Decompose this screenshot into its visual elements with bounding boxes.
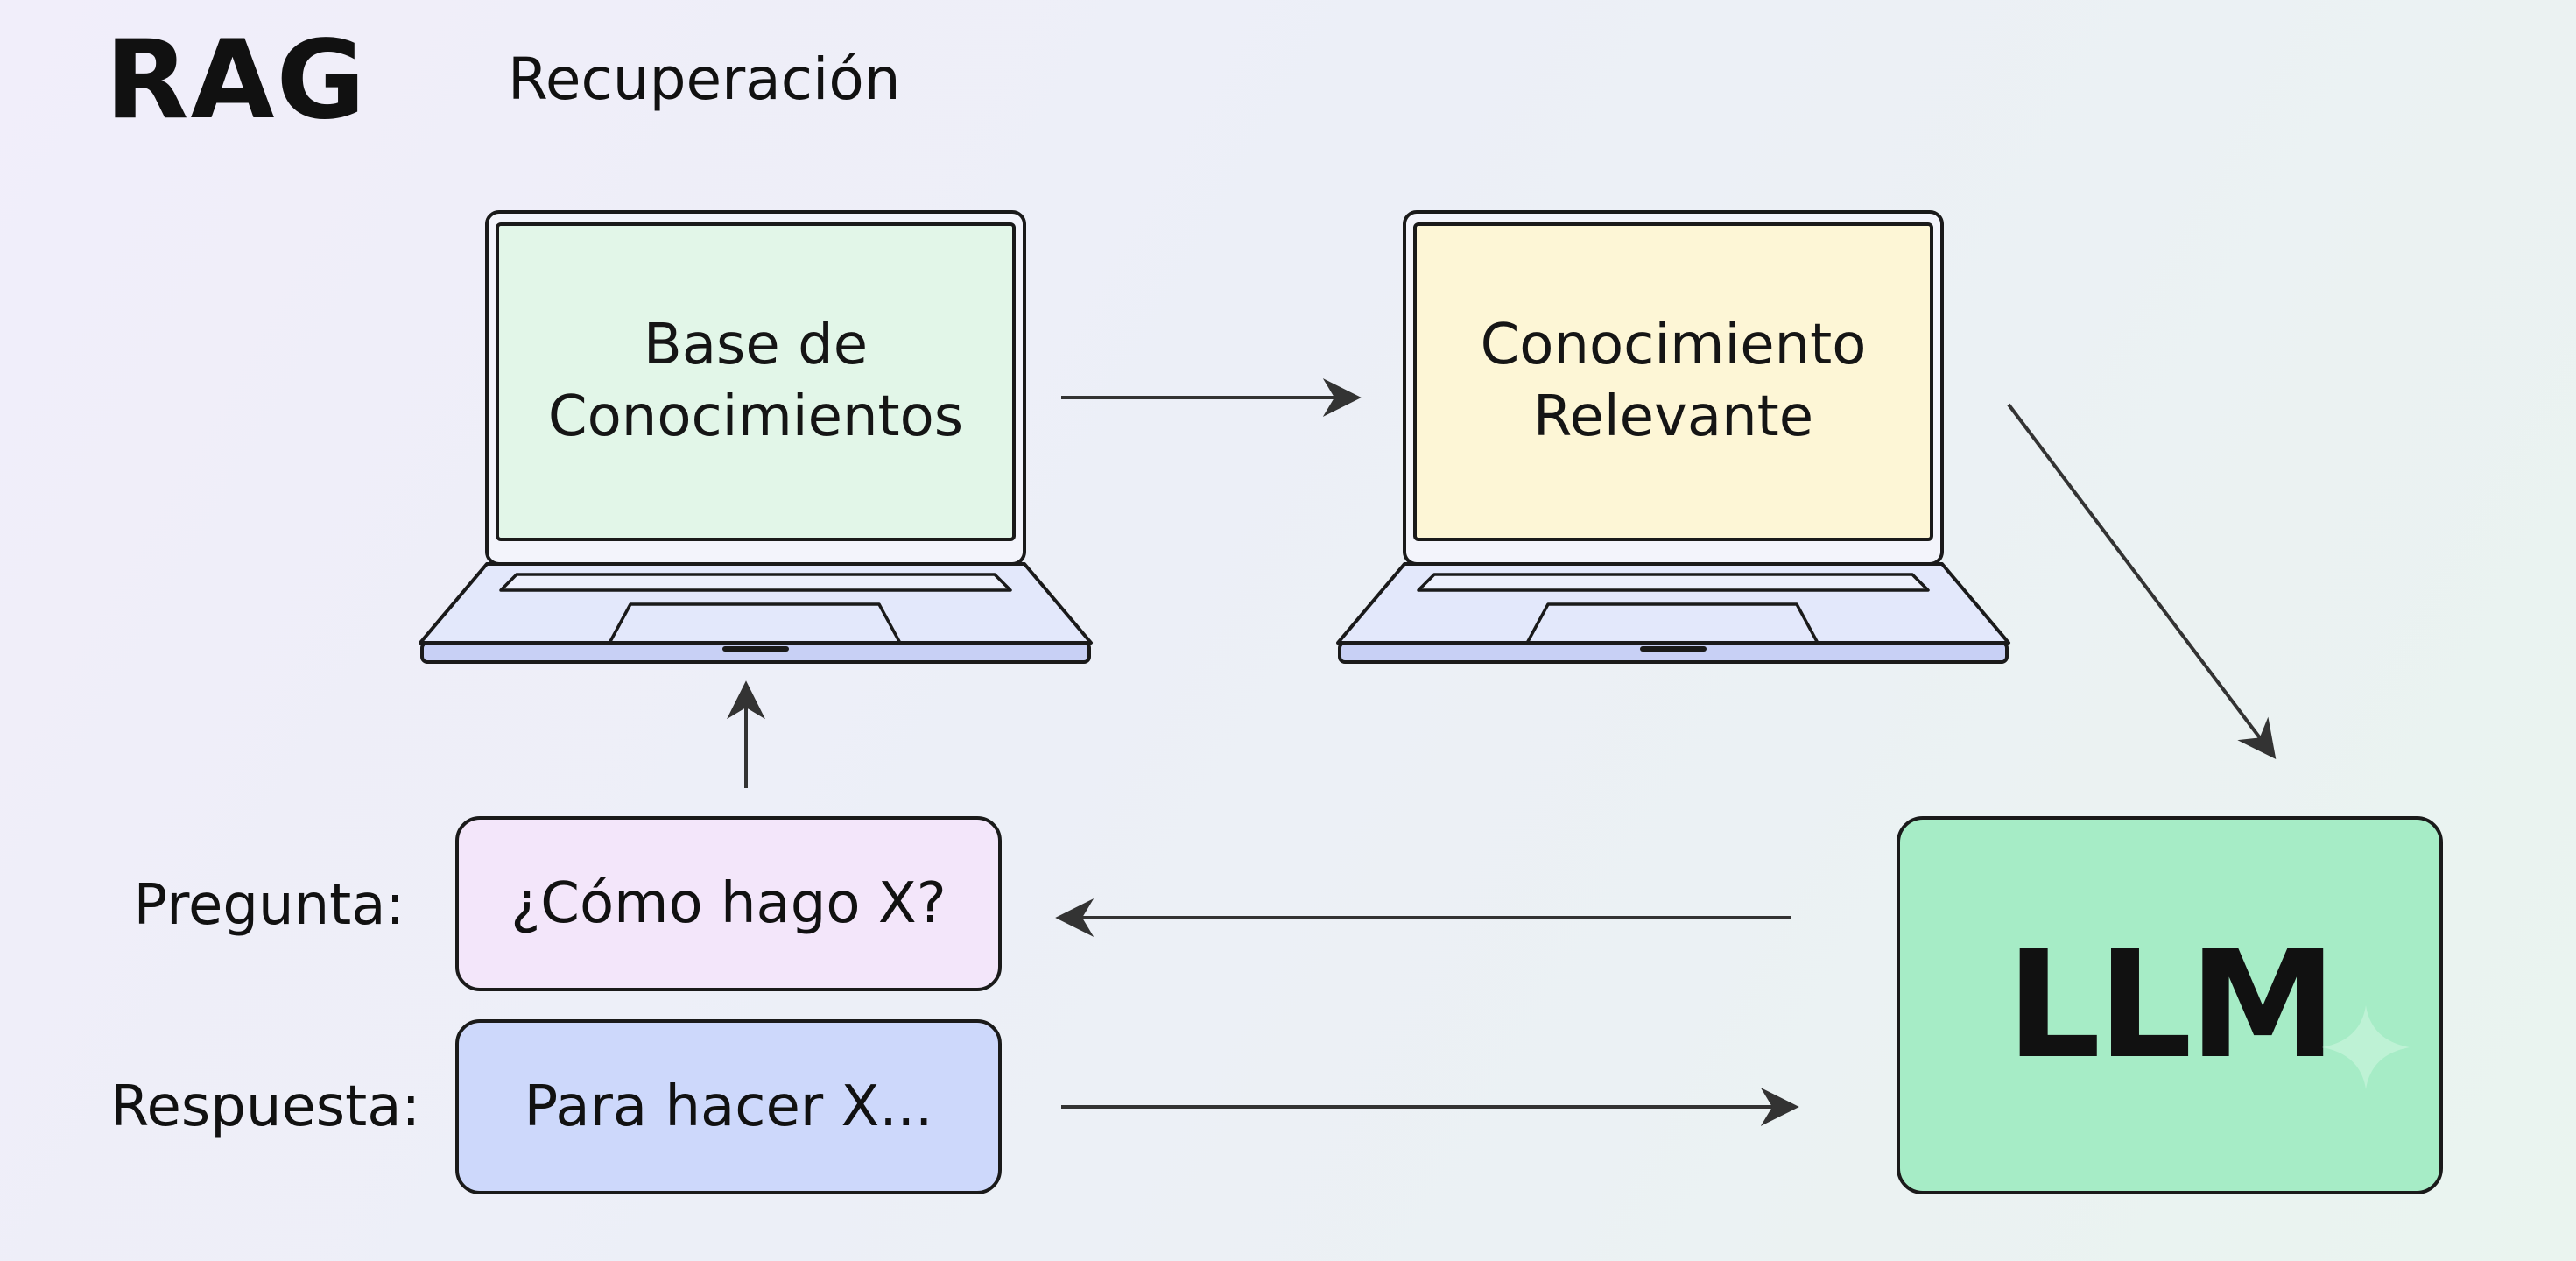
question-box: ¿Cómo hago X? — [455, 816, 1002, 991]
relevant-knowledge-line2: Relevante — [1532, 384, 1814, 449]
laptop-icon — [1336, 210, 2010, 664]
answer-box: Para hacer X... — [455, 1019, 1002, 1194]
llm-label: LLM — [2006, 919, 2337, 1092]
laptop-icon — [419, 210, 1093, 664]
arrow-relevant-to-llm — [2007, 403, 2277, 760]
knowledge-base-screen — [496, 222, 1016, 541]
knowledge-base-line1: Base de — [643, 313, 869, 378]
knowledge-base-label: Base de Conocimientos — [497, 224, 1014, 539]
answer-text: Para hacer X... — [524, 1074, 933, 1139]
relevant-knowledge-line1: Conocimiento — [1480, 313, 1867, 378]
relevant-knowledge-label: Conocimiento Relevante — [1415, 224, 1932, 539]
diagram-subtitle: Recuperación — [508, 46, 901, 113]
knowledge-base-line2: Conocimientos — [547, 384, 964, 449]
diagram-title: RAG — [105, 18, 368, 144]
sparkle-icon — [2322, 1005, 2410, 1089]
question-text: ¿Cómo hago X? — [510, 871, 947, 936]
answer-label: Respuesta: — [109, 1074, 420, 1139]
llm-box: LLM — [1897, 816, 2443, 1194]
relevant-knowledge-screen — [1413, 222, 1933, 541]
question-label: Pregunta: — [133, 873, 405, 938]
